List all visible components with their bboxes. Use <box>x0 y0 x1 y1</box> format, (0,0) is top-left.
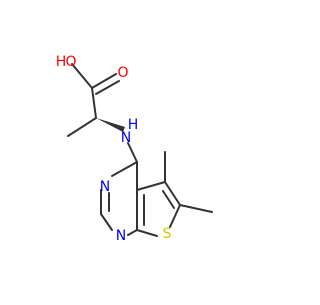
bond-n1-c7a <box>127 229 138 236</box>
ring-n-upper-label: N <box>100 179 110 195</box>
bond-lines <box>67 63 213 237</box>
atom-labels: H O O H N N N S <box>56 54 172 244</box>
bond-c4a-c5 <box>136 181 166 191</box>
bond-c6-methyl <box>179 204 213 213</box>
amine-h-label: H <box>128 117 139 133</box>
bond-alpha-methyl <box>67 117 97 137</box>
sulfur-label: S <box>163 226 172 242</box>
ring-n-lower-label: N <box>116 228 126 244</box>
bond-c2-n1 <box>100 213 113 231</box>
bond-oh <box>71 63 93 89</box>
wedge-bond-alpha-n <box>96 118 125 132</box>
bond-s-c7a <box>136 229 158 237</box>
bond-c5-c6-a <box>164 181 181 206</box>
bond-c4-n3 <box>111 161 138 177</box>
hydroxyl-o-label: O <box>65 54 76 70</box>
bond-c6-s <box>169 204 181 228</box>
structure-canvas: H O O H N N N S <box>56 54 213 244</box>
hydroxyl-h-label: H <box>56 54 67 70</box>
amine-n-label: N <box>121 130 131 146</box>
carbonyl-o-label: O <box>117 65 128 81</box>
bond-c5-c6-b <box>162 190 175 209</box>
molecule-diagram: H O O H N N N S <box>56 54 213 244</box>
bond-carboxyl-alpha <box>91 87 97 119</box>
bond-c-o-double-a <box>91 73 117 89</box>
bond-c-o-double-b <box>95 80 120 95</box>
bond-n-c4 <box>127 142 138 163</box>
